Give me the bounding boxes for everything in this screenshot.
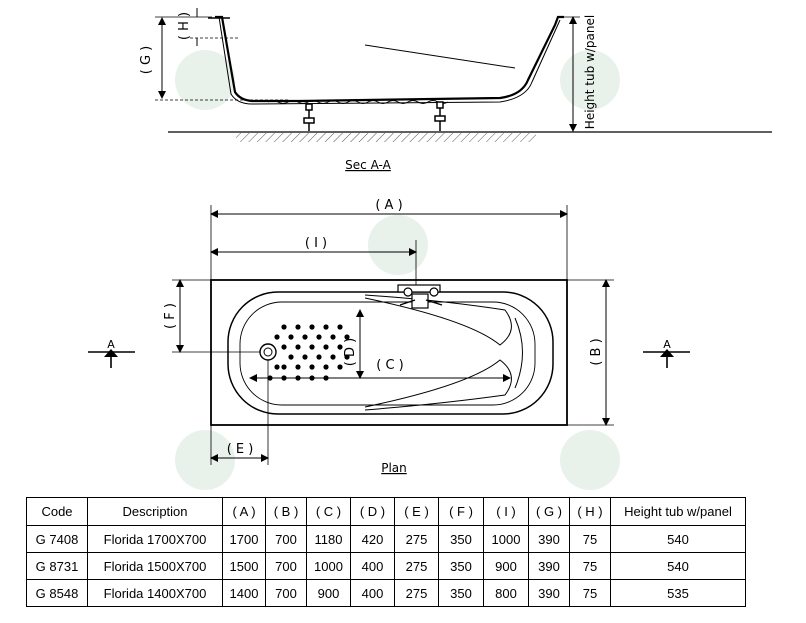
section-marker-left: A bbox=[88, 338, 135, 368]
section-marker-right-label: A bbox=[663, 338, 671, 351]
cell-code: G 8548 bbox=[26, 579, 88, 607]
header-a: ( A ) bbox=[222, 497, 266, 526]
cell-a: 1700 bbox=[222, 525, 266, 553]
table-row: G 8548 Florida 1400X700 1400 700 900 400… bbox=[26, 579, 746, 607]
cell-i: 1000 bbox=[483, 525, 529, 553]
cell-b: 700 bbox=[265, 525, 307, 553]
header-g: ( G ) bbox=[528, 497, 570, 526]
header-c: ( C ) bbox=[306, 497, 351, 526]
dim-i-label: ( I ) bbox=[305, 236, 327, 251]
watermark-logos bbox=[175, 50, 620, 490]
cell-f: 350 bbox=[438, 552, 484, 580]
cell-a: 1500 bbox=[222, 552, 266, 580]
cell-f: 350 bbox=[438, 525, 484, 553]
tub-legs bbox=[303, 101, 446, 131]
header-description: Description bbox=[87, 497, 223, 526]
cell-e: 275 bbox=[394, 525, 439, 553]
faucet bbox=[397, 284, 443, 309]
table-header-row: Code Description ( A ) ( B ) ( C ) ( D )… bbox=[26, 497, 746, 526]
plan-title: Plan bbox=[381, 461, 407, 475]
cell-height-tub: 535 bbox=[610, 579, 746, 607]
dim-b-label: ( B ) bbox=[589, 338, 604, 365]
cell-code: G 8731 bbox=[26, 552, 88, 580]
header-b: ( B ) bbox=[265, 497, 307, 526]
cell-g: 390 bbox=[528, 525, 570, 553]
dim-a-label: ( A ) bbox=[375, 198, 402, 213]
cell-description: Florida 1700X700 bbox=[87, 525, 223, 553]
cell-height-tub: 540 bbox=[610, 525, 746, 553]
section-title: Sec A-A bbox=[345, 158, 391, 172]
cell-d: 420 bbox=[350, 525, 395, 553]
dim-h-label: ( H ) bbox=[177, 12, 192, 40]
dim-g-label: ( G ) bbox=[139, 46, 154, 74]
spec-table: Code Description ( A ) ( B ) ( C ) ( D )… bbox=[26, 497, 746, 607]
cell-a: 1400 bbox=[222, 579, 266, 607]
cell-i: 900 bbox=[483, 552, 529, 580]
bathtub-technical-drawing: ( G ) ( H ) Height tub w/panel Sec A-A (… bbox=[88, 8, 772, 490]
cell-c: 1180 bbox=[306, 525, 351, 553]
cell-h: 75 bbox=[569, 552, 611, 580]
section-marker-left-label: A bbox=[107, 338, 115, 351]
cell-e: 275 bbox=[394, 552, 439, 580]
cell-b: 700 bbox=[265, 552, 307, 580]
section-marker-right: A bbox=[643, 338, 690, 368]
cell-e: 275 bbox=[394, 579, 439, 607]
header-e: ( E ) bbox=[394, 497, 439, 526]
anti-slip-dots bbox=[267, 324, 350, 381]
cell-d: 400 bbox=[350, 579, 395, 607]
cell-i: 800 bbox=[483, 579, 529, 607]
cell-code: G 7408 bbox=[26, 525, 88, 553]
dim-c-label: ( C ) bbox=[376, 358, 404, 373]
cell-description: Florida 1400X700 bbox=[87, 579, 223, 607]
header-code: Code bbox=[26, 497, 88, 526]
cell-d: 400 bbox=[350, 552, 395, 580]
cell-f: 350 bbox=[438, 579, 484, 607]
plan-view: ( A ) ( I ) bbox=[88, 198, 690, 475]
section-view: ( G ) ( H ) Height tub w/panel Sec A-A bbox=[139, 8, 772, 172]
cell-h: 75 bbox=[569, 579, 611, 607]
header-height-tub: Height tub w/panel bbox=[610, 497, 746, 526]
cell-g: 390 bbox=[528, 579, 570, 607]
tub-section-profile bbox=[215, 15, 564, 103]
cell-height-tub: 540 bbox=[610, 552, 746, 580]
header-f: ( F ) bbox=[438, 497, 484, 526]
floor-hatch bbox=[236, 133, 536, 142]
header-i: ( I ) bbox=[483, 497, 529, 526]
drain bbox=[259, 343, 277, 361]
cell-description: Florida 1500X700 bbox=[87, 552, 223, 580]
height-tub-label: Height tub w/panel bbox=[583, 15, 597, 129]
header-h: ( H ) bbox=[569, 497, 611, 526]
table-row: G 7408 Florida 1700X700 1700 700 1180 42… bbox=[26, 525, 746, 553]
dim-d-label: ( D ) bbox=[343, 338, 358, 366]
cell-b: 700 bbox=[265, 579, 307, 607]
dim-e-label: ( E ) bbox=[227, 442, 254, 457]
dim-f-label: ( F ) bbox=[163, 303, 178, 329]
tub-basin bbox=[227, 291, 554, 415]
cell-g: 390 bbox=[528, 552, 570, 580]
header-d: ( D ) bbox=[350, 497, 395, 526]
cell-c: 900 bbox=[306, 579, 351, 607]
table-row: G 8731 Florida 1500X700 1500 700 1000 40… bbox=[26, 552, 746, 580]
cell-c: 1000 bbox=[306, 552, 351, 580]
tub-outline bbox=[210, 279, 568, 426]
cell-h: 75 bbox=[569, 525, 611, 553]
